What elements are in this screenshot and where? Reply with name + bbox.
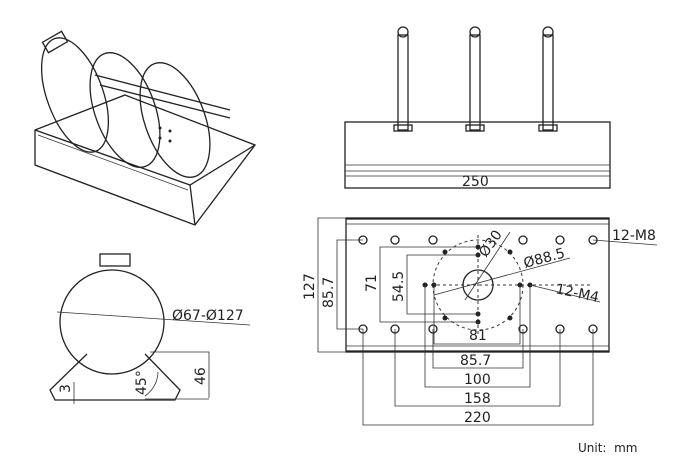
dim-81: 81 xyxy=(469,328,487,344)
front-view: 250 xyxy=(344,26,611,190)
dim-71: 71 xyxy=(364,274,380,292)
side-view: Ø67-Ø127 45° 3 46 xyxy=(49,253,251,404)
dim-158: 158 xyxy=(464,391,491,407)
dim-thickness-3: 3 xyxy=(58,384,74,393)
width-250-label: 250 xyxy=(462,174,489,190)
label-12-m4: 12-M4 xyxy=(554,281,600,306)
dim-angle-45: 45° xyxy=(134,370,150,395)
dim-center-hole: Ø30 xyxy=(476,227,506,260)
dim-100: 100 xyxy=(464,372,491,388)
isometric-bracket-view xyxy=(34,30,257,226)
dim-bolt-circle: Ø88.5 xyxy=(522,245,567,271)
dim-220: 220 xyxy=(464,410,491,426)
dim-127: 127 xyxy=(302,273,318,300)
label-12-m8: 12-M8 xyxy=(612,228,656,244)
dim-height-46: 46 xyxy=(193,367,209,385)
dim-54-5: 54.5 xyxy=(391,271,407,302)
pole-diameter-range: Ø67-Ø127 xyxy=(172,308,244,324)
rods xyxy=(393,26,558,132)
unit-label: Unit: mm xyxy=(578,441,637,455)
plate-view: 127 85.7 71 54.5 Ø30 Ø88.5 12-M4 12-M8 8… xyxy=(302,217,658,426)
dim-85-7-vertical: 85.7 xyxy=(321,277,337,308)
dim-85-7-horizontal: 85.7 xyxy=(460,353,491,369)
